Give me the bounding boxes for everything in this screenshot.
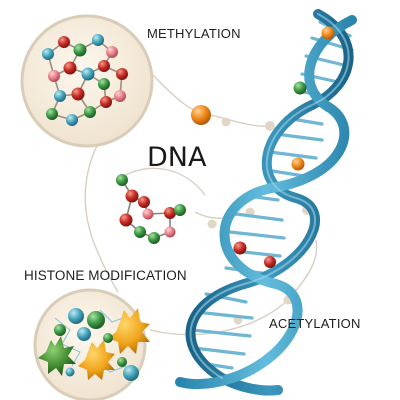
methyl-group-ball: [191, 105, 211, 125]
molecule-chain-icon: [116, 174, 186, 244]
methylation-label: METHYLATION: [147, 26, 241, 41]
acetyl-group-ball: [123, 365, 139, 381]
dna-title: DNA: [147, 142, 207, 173]
histone-modification-label: HISTONE MODIFICATION: [24, 268, 187, 283]
histone-protein-icon: [33, 288, 150, 400]
molecule-network-icon: [20, 14, 154, 148]
double-helix-icon: [175, 9, 357, 396]
acetylation-label: ACETYLATION: [269, 316, 361, 331]
